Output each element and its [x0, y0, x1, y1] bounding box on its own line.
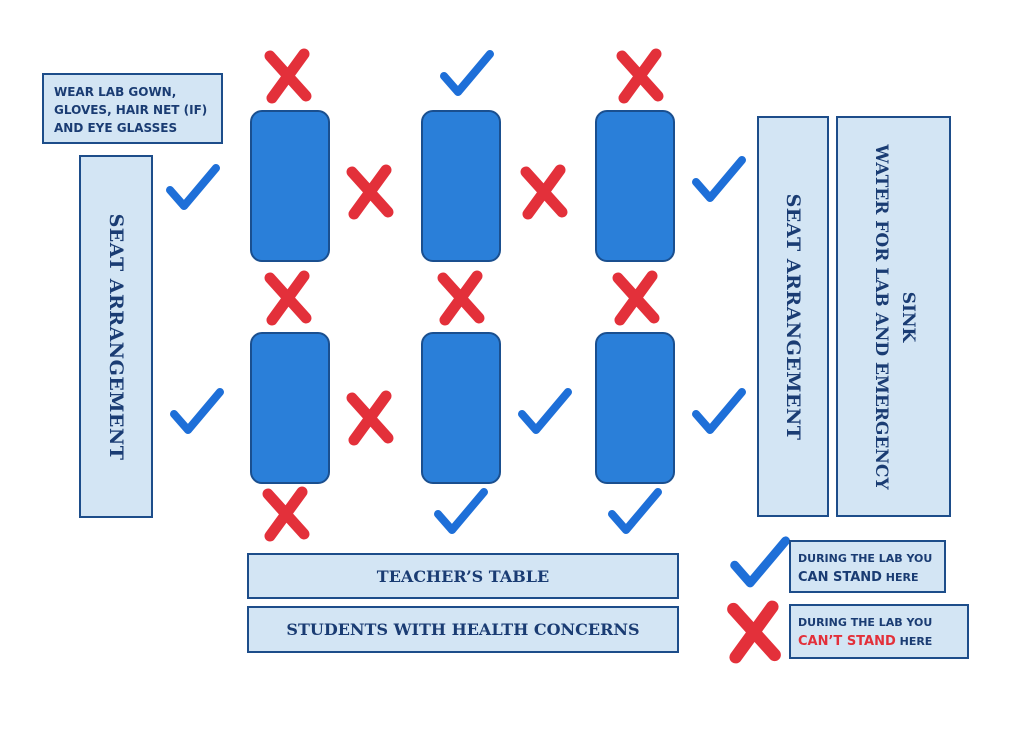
legend-cant-stand: DURING THE LAB YOU CAN’T STAND HERE — [789, 604, 969, 659]
check-icon — [608, 488, 662, 534]
check-icon — [518, 388, 572, 434]
cross-icon — [262, 486, 310, 542]
lab-desk — [595, 110, 675, 262]
cross-icon — [612, 270, 660, 326]
legend-can-stand-line1: DURING THE LAB YOU — [798, 552, 933, 565]
lab-desk — [250, 332, 330, 484]
check-icon — [170, 388, 224, 434]
sink-label: SINK WATER FOR LAB AND EMERGENCY — [867, 144, 921, 489]
seat-arrangement-right: SEAT ARRANGEMENT — [757, 116, 829, 517]
check-icon — [440, 50, 494, 96]
lab-attire-line: WEAR LAB GOWN, — [54, 85, 177, 99]
check-icon — [434, 488, 488, 534]
teacher-table: TEACHER’S TABLE — [247, 553, 679, 599]
health-concerns-label: STUDENTS WITH HEALTH CONCERNS — [286, 620, 640, 639]
check-icon — [166, 164, 220, 210]
legend-can-stand: DURING THE LAB YOU CAN STAND HERE — [789, 540, 946, 593]
seat-arrangement-left-label: SEAT ARRANGEMENT — [105, 213, 127, 460]
cross-icon — [346, 390, 394, 446]
cross-icon — [346, 164, 394, 220]
legend-check-icon — [730, 536, 790, 588]
legend-can-stand-rest: HERE — [881, 571, 919, 584]
cross-icon — [520, 164, 568, 220]
seat-arrangement-right-label: SEAT ARRANGEMENT — [782, 193, 804, 440]
sink-title: SINK — [897, 291, 918, 342]
cross-icon — [264, 48, 312, 104]
cross-icon — [264, 270, 312, 326]
legend-can-stand-emphasis: CAN STAND — [798, 570, 882, 585]
check-icon — [692, 388, 746, 434]
legend-can-stand-line2: CAN STAND HERE — [798, 568, 944, 587]
sink-subtitle: WATER FOR LAB AND EMERGENCY — [870, 143, 891, 490]
lab-attire-line: AND EYE GLASSES — [54, 121, 178, 135]
legend-cant-stand-line2: CAN’T STAND HERE — [798, 632, 967, 651]
lab-desk — [421, 110, 501, 262]
legend-cant-stand-emphasis: CAN’T STAND — [798, 634, 896, 649]
legend-cross-icon — [727, 600, 781, 664]
lab-attire-note: WEAR LAB GOWN, GLOVES, HAIR NET (IF) AND… — [42, 73, 223, 144]
seat-arrangement-left: SEAT ARRANGEMENT — [79, 155, 153, 518]
lab-desk — [421, 332, 501, 484]
lab-attire-line: GLOVES, HAIR NET (IF) — [54, 103, 208, 117]
cross-icon — [616, 48, 664, 104]
sink-area: SINK WATER FOR LAB AND EMERGENCY — [836, 116, 951, 517]
health-concerns-table: STUDENTS WITH HEALTH CONCERNS — [247, 606, 679, 653]
lab-desk — [250, 110, 330, 262]
legend-cant-stand-line1: DURING THE LAB YOU — [798, 616, 933, 629]
lab-desk — [595, 332, 675, 484]
check-icon — [692, 156, 746, 202]
cross-icon — [437, 270, 485, 326]
legend-cant-stand-rest: HERE — [895, 635, 933, 648]
teacher-table-label: TEACHER’S TABLE — [376, 566, 550, 586]
